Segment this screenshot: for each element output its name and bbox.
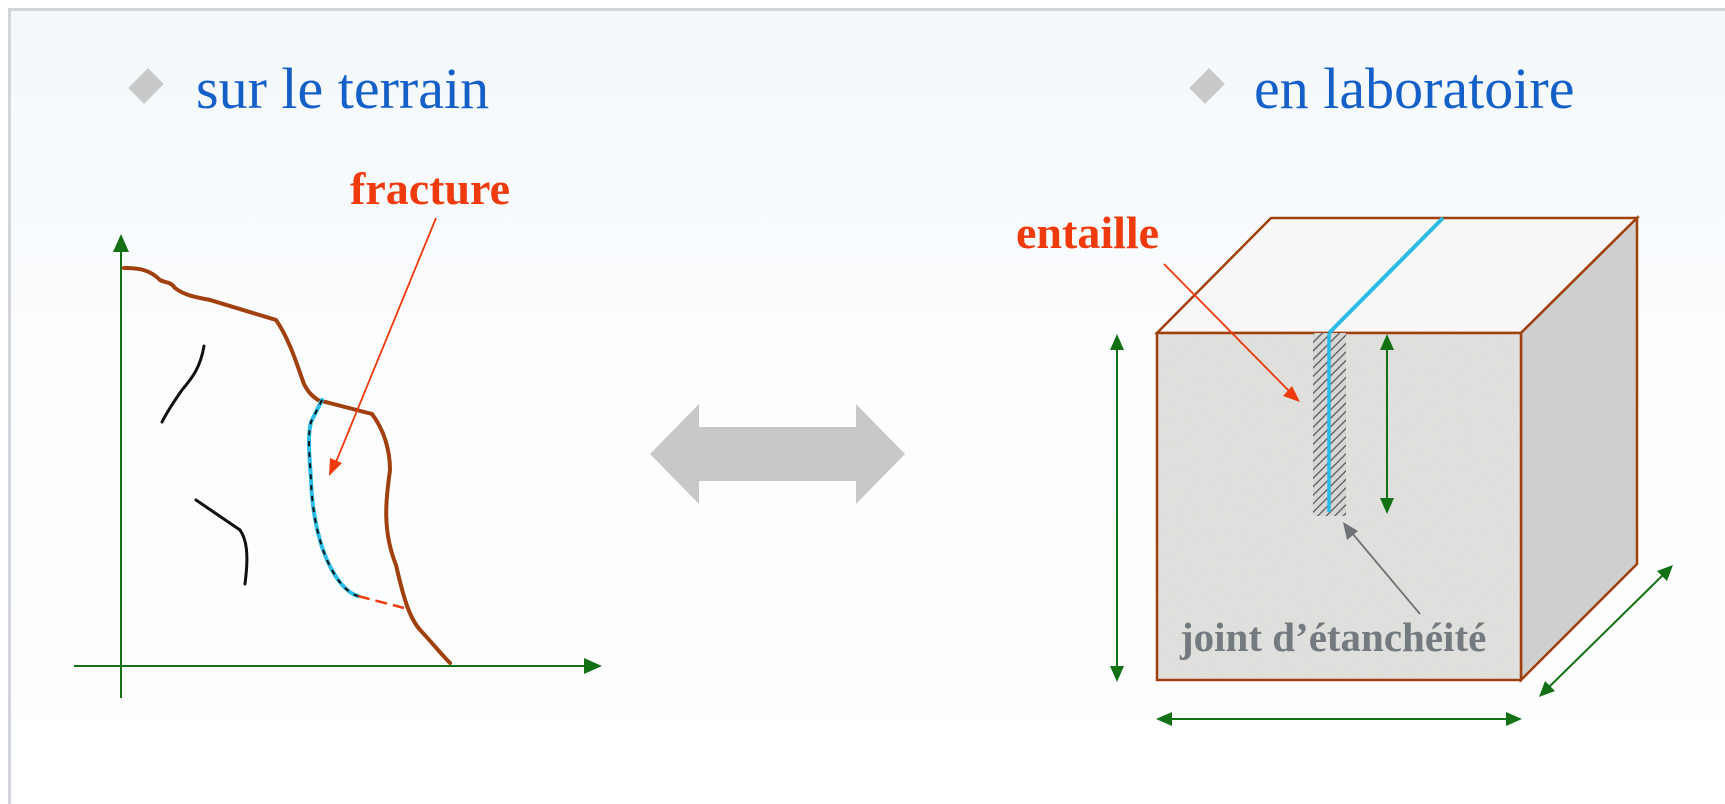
double-arrow-icon <box>650 404 905 504</box>
heading-lab: en laboratoire <box>1254 56 1575 121</box>
dimension-width <box>1156 712 1522 726</box>
notch-pointer <box>1163 263 1291 393</box>
fracture-trace-dash <box>307 399 359 597</box>
fracture-pointer <box>335 217 437 463</box>
minor-fracture <box>194 498 249 586</box>
fracture-pointer-head <box>329 458 342 476</box>
dimension-notch-depth <box>1380 334 1394 514</box>
field-axes <box>74 234 602 698</box>
notch-top-trace <box>1327 216 1445 335</box>
fracture-trace <box>306 398 360 598</box>
notch-pointer-head <box>1283 386 1300 402</box>
seal-pointer <box>1351 532 1421 615</box>
seal-pointer-head <box>1343 522 1358 540</box>
fracture-label: fracture <box>350 163 510 214</box>
heading-field: sur le terrain <box>196 56 490 121</box>
fracture-extension <box>357 594 405 610</box>
field-sketch: fracture <box>74 163 602 698</box>
dimension-depth <box>1539 565 1673 697</box>
seal-label: joint d’étanchéité <box>1179 614 1486 660</box>
lab-block: entaille joint d’étanchéité <box>1016 207 1673 726</box>
notch-label: entaille <box>1016 207 1159 258</box>
rock-boundary <box>122 266 452 665</box>
minor-fracture <box>160 344 206 424</box>
dimension-height <box>1110 334 1124 682</box>
